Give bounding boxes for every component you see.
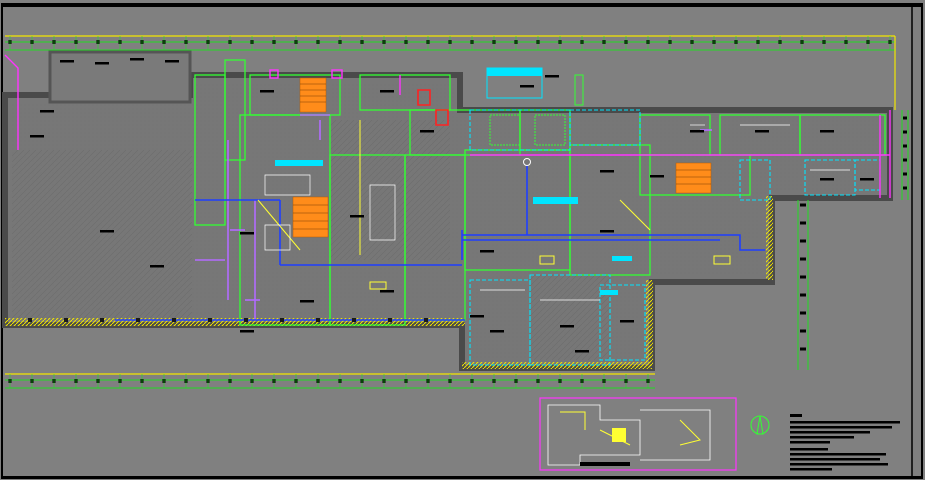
column-dot (136, 318, 140, 322)
east-wing-hatch (766, 196, 773, 280)
column-marker-icon (903, 130, 907, 134)
column-marker-icon (903, 186, 907, 190)
green-equipment-zones (489, 74, 584, 146)
hatched-slab-west (12, 150, 192, 320)
stair-treads (293, 83, 711, 230)
column-marker-icon (903, 172, 907, 176)
column-marker-icon (903, 158, 907, 162)
column-marker-icon (800, 221, 806, 225)
drawing-tag (95, 62, 109, 65)
north-wing (48, 50, 192, 104)
drawing-tag (380, 90, 394, 93)
drawing-tag (260, 90, 274, 93)
drawing-tag (60, 60, 74, 63)
general-notes-block (790, 414, 900, 471)
column-marker-icon (800, 311, 806, 315)
east-wall-hatch (646, 280, 653, 366)
drawing-tag (600, 170, 614, 173)
column-dot (316, 318, 320, 322)
cyan-blocks (275, 68, 632, 295)
drawing-tag (690, 130, 704, 133)
column-dot (352, 318, 356, 322)
column-marker-icon (800, 293, 806, 297)
drawing-tag (300, 300, 314, 303)
pipe-riser-marker (523, 158, 531, 166)
drawing-tag (480, 250, 494, 253)
drawing-tag (820, 130, 834, 133)
column-dot (244, 318, 248, 322)
drawing-tag (40, 110, 54, 113)
drawing-tag (755, 130, 769, 133)
drawing-tag (860, 178, 874, 181)
blue-pipe-network (115, 165, 765, 321)
drawing-tag (820, 178, 834, 181)
column-dot (172, 318, 176, 322)
drawing-tag (240, 232, 254, 235)
hatched-slab-center (330, 120, 450, 260)
violet-pipes (195, 114, 712, 320)
column-marker-icon (800, 257, 806, 261)
column-marker-group (8, 36, 907, 388)
drawing-tag (600, 230, 614, 233)
drawing-tag (545, 75, 559, 78)
column-marker-icon (800, 347, 806, 351)
drawing-tag (100, 230, 114, 233)
north-arrow-icon (750, 415, 770, 435)
black-tag-group (28, 58, 874, 353)
drawing-tag (650, 175, 664, 178)
column-marker-icon (800, 329, 806, 333)
right-axis-grid (797, 110, 909, 370)
drawing-tag (380, 290, 394, 293)
column-dot (28, 318, 32, 322)
drawing-tag (620, 320, 634, 323)
column-marker-icon (800, 203, 806, 207)
drawing-tag (350, 215, 364, 218)
column-dot (280, 318, 284, 322)
column-dot (424, 318, 428, 322)
south-wall-hatch (5, 318, 465, 326)
column-dot (100, 318, 104, 322)
drawing-tag (165, 60, 179, 63)
drawing-tag (575, 350, 589, 353)
cyan-legend-box (486, 67, 543, 99)
column-marker-icon (903, 144, 907, 148)
drawing-tag (470, 315, 484, 318)
stair-blocks (292, 77, 712, 238)
drawing-tag (150, 265, 164, 268)
column-marker-icon (800, 239, 806, 243)
column-marker-icon (903, 116, 907, 120)
column-dot (388, 318, 392, 322)
drawing-tag (520, 85, 534, 88)
drawing-tag (130, 58, 144, 61)
hatched-slab-south (530, 275, 610, 360)
column-marker-icon (800, 275, 806, 279)
magenta-pipes (4, 54, 891, 198)
red-equipment (417, 89, 449, 126)
white-detail-lines (264, 124, 850, 301)
key-plan-inset (539, 397, 737, 471)
drawing-tag (240, 330, 254, 333)
drawing-tag (30, 135, 44, 138)
column-dot (208, 318, 212, 322)
column-dot (64, 318, 68, 322)
drawing-tag (420, 130, 434, 133)
drawing-tag (560, 325, 574, 328)
bottom-axis-grid (5, 373, 655, 389)
drawing-tag (490, 330, 504, 333)
